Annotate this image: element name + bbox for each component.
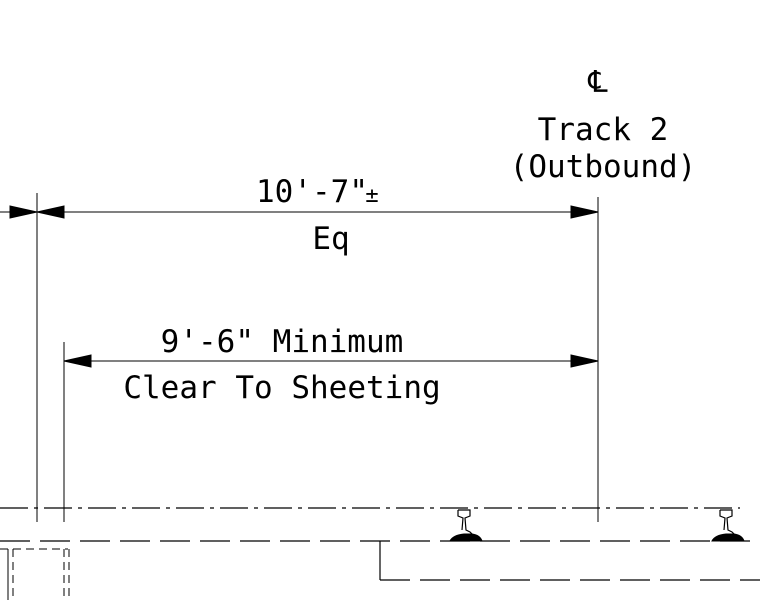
track-direction-label: (Outbound) [510, 149, 697, 185]
arrowhead-lower-left [63, 354, 92, 368]
track-name-label: Track 2 [538, 112, 669, 148]
lower-dimension-value: 9'-6" Minimum [161, 324, 404, 360]
rail-section-right [711, 509, 745, 542]
sheeting-outline [0, 548, 70, 600]
arrowhead-upper-left [36, 205, 65, 219]
arrowhead-lower-right [570, 354, 599, 368]
lower-dimension-note: Clear To Sheeting [123, 370, 440, 406]
upper-dimension-value: 10'-7" [256, 174, 368, 210]
upper-dimension-note: Eq [312, 221, 349, 257]
arrowhead-adjacent-right [9, 205, 38, 219]
upper-dimension-tolerance: ± [365, 183, 378, 208]
centerline-symbol: ℄ [587, 65, 608, 100]
rail-section-left [449, 509, 483, 542]
arrowhead-upper-right [570, 205, 599, 219]
